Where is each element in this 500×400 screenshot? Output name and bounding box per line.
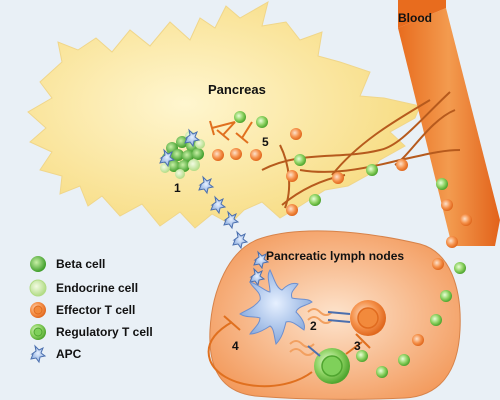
legend-beta-cell: Beta cell	[56, 257, 105, 271]
blood-label: Blood	[398, 11, 432, 25]
legend-effector-t-cell: Effector T cell	[56, 303, 135, 317]
effector-t-cell-large	[350, 300, 386, 336]
pancreas-t-cells	[212, 111, 408, 216]
step-3-number: 3	[354, 339, 361, 353]
legend: Beta cell Endocrine cell Effector T cell…	[29, 256, 153, 364]
receptor-interactions	[289, 308, 351, 357]
lymph-nodes-label: Pancreatic lymph nodes	[266, 249, 404, 263]
beta-cell-icon	[30, 256, 46, 272]
pancreas-organ	[27, 0, 421, 229]
legend-apc: APC	[56, 347, 82, 361]
lymph-node	[209, 230, 461, 400]
legend-endocrine-cell: Endocrine cell	[56, 281, 138, 295]
apc-group	[159, 128, 270, 287]
blood-cells	[436, 178, 472, 248]
apc-large	[239, 269, 313, 345]
step-4-number: 4	[232, 339, 239, 353]
lymph-cells	[356, 258, 466, 378]
regulatory-t-cell-icon	[30, 324, 46, 340]
inhibition-lines-lymph	[207, 315, 371, 388]
legend-regulatory-t-cell: Regulatory T cell	[56, 325, 153, 339]
inhibition-lines-pancreas	[209, 120, 253, 144]
blood-vessel	[398, 8, 500, 246]
apc-icon	[30, 344, 47, 364]
step-5-number: 5	[262, 135, 269, 149]
pancreas-label: Pancreas	[208, 82, 266, 97]
regulatory-t-cell-large	[314, 348, 350, 384]
effector-t-cell-icon	[30, 302, 46, 318]
step-1-number: 1	[174, 181, 181, 195]
endocrine-cell-icon	[29, 279, 47, 297]
step-2-number: 2	[310, 319, 317, 333]
